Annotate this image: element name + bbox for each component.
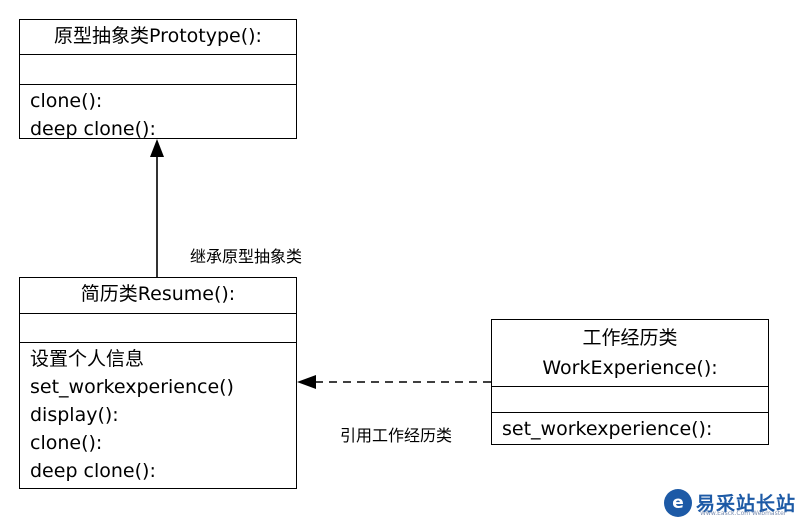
resume-op-display: display(): (30, 404, 119, 426)
resume-op-set-info: 设置个人信息 (30, 348, 145, 370)
workexperience-op-set-workexperience: set_workexperience(): (502, 418, 713, 440)
workexperience-class-attributes (492, 387, 768, 413)
prototype-class-box: 原型抽象类Prototype(): clone(): deep clone(): (19, 19, 297, 140)
watermark: e 易采站长站 (664, 485, 798, 520)
workexperience-class-title: 工作经历类 WorkExperience(): (492, 320, 768, 387)
resume-op-deep-clone: deep clone(): (30, 460, 156, 482)
reference-arrowhead (297, 375, 316, 389)
prototype-class-operations: clone(): deep clone(): (20, 85, 296, 143)
workexperience-title-line1: 工作经历类 (582, 327, 678, 349)
prototype-class-attributes (20, 55, 296, 85)
inheritance-arrowhead (150, 139, 164, 157)
resume-class-box: 简历类Resume(): 设置个人信息 set_workexperience()… (19, 277, 297, 489)
inheritance-label: 继承原型抽象类 (190, 247, 303, 266)
resume-op-set-workexperience: set_workexperience() (30, 376, 234, 398)
watermark-logo-icon: e (664, 488, 692, 517)
resume-class-operations: 设置个人信息 set_workexperience() display(): c… (20, 343, 296, 485)
resume-class-attributes (20, 314, 296, 343)
workexperience-title-line2: WorkExperience(): (542, 357, 718, 379)
prototype-op-deep-clone: deep clone(): (30, 118, 156, 140)
watermark-subtext: Www.Easck.Com Webmaster (700, 510, 787, 517)
reference-label: 引用工作经历类 (340, 426, 453, 445)
workexperience-class-operations: set_workexperience(): (492, 413, 768, 443)
watermark-text: 易采站长站 (696, 493, 797, 515)
resume-op-clone: clone(): (30, 432, 103, 454)
prototype-class-title: 原型抽象类Prototype(): (20, 20, 296, 55)
prototype-op-clone: clone(): (30, 90, 103, 112)
workexperience-class-box: 工作经历类 WorkExperience(): set_workexperien… (491, 319, 769, 445)
resume-class-title: 简历类Resume(): (20, 278, 296, 314)
